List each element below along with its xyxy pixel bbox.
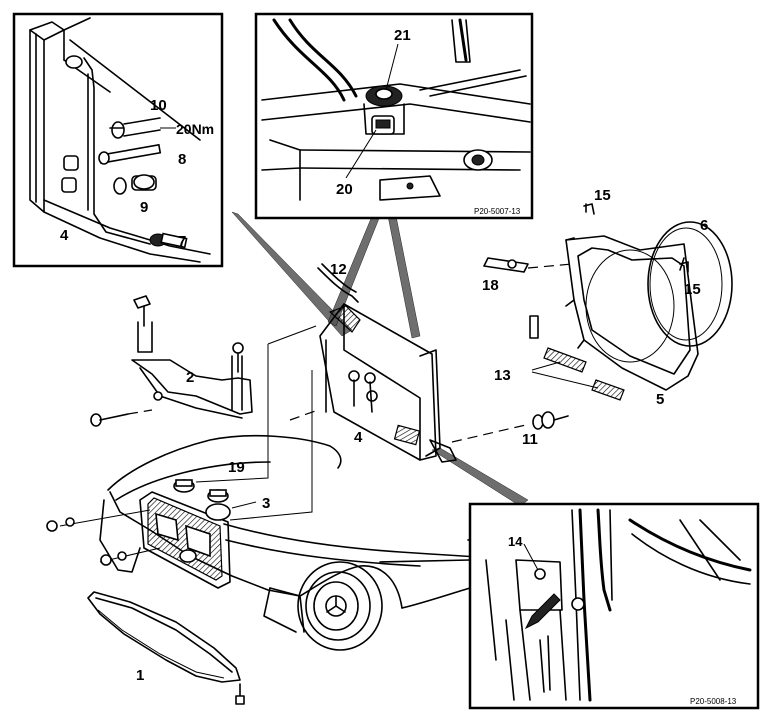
fan-cover-6: 6 15 [647, 217, 733, 347]
reference-top-inset: P20-5007-13 [474, 207, 521, 216]
screw-left-upper [46, 517, 75, 532]
label-18: 18 [482, 277, 499, 294]
label-5: 5 [656, 391, 664, 408]
label-15-shroud: 15 [684, 281, 701, 298]
radiator-4: 4 [319, 303, 457, 463]
inset-upper-mount: 21 20 P20-5007-13 [254, 12, 534, 220]
label-4-inset: 4 [60, 227, 69, 244]
label-11: 11 [522, 431, 538, 448]
fitting-7 [149, 232, 188, 249]
radiator-edge [29, 17, 211, 263]
inset-lower-detail: 14 P20-5008-13 [468, 502, 760, 710]
front-wheel [297, 561, 383, 651]
rubber-mounts-19: 19 [173, 459, 245, 503]
label-12: 12 [330, 261, 347, 278]
projection-beams [231, 211, 529, 507]
grille-1: 1 [87, 591, 245, 705]
crossmember [261, 69, 531, 201]
bracket-2: 2 [90, 295, 253, 427]
seals-13: 13 [494, 315, 625, 401]
label-20: 20 [336, 181, 353, 198]
label-14: 14 [508, 534, 523, 549]
bushing-10 [109, 117, 161, 139]
rubber-grommets [61, 155, 79, 193]
label-10: 10 [150, 97, 167, 114]
inset-radiator-mount: 10 20Nm 8 9 4 7 [12, 12, 224, 268]
mount-bolt [65, 55, 151, 245]
clip-20 [371, 115, 395, 135]
bolt-14: 14 [508, 534, 585, 701]
strip-18: 18 [482, 257, 573, 294]
label-1: 1 [136, 667, 144, 684]
label-4-main: 4 [354, 429, 363, 446]
label-13: 13 [494, 367, 511, 384]
screw-left-lower [100, 551, 127, 566]
label-9: 9 [140, 199, 148, 216]
screw-bracket-left [90, 413, 129, 427]
label-3: 3 [262, 495, 270, 512]
plug-11: 11 [451, 411, 569, 448]
mount-3: 3 [205, 495, 270, 521]
label-15-top: 15 [594, 187, 611, 204]
label-21: 21 [394, 27, 411, 44]
label-8: 8 [178, 151, 186, 168]
hose-12: 12 [317, 261, 359, 303]
label-7: 7 [178, 233, 186, 250]
label-torque: 20Nm [176, 121, 214, 137]
reference-bottom-inset: P20-5008-13 [690, 697, 737, 706]
car-front [46, 434, 599, 651]
clip-15: 15 [583, 187, 611, 215]
mount-rubber-21 [363, 85, 405, 135]
label-6: 6 [700, 217, 708, 234]
fan-shroud-5: 5 [565, 235, 699, 408]
label-2: 2 [186, 369, 194, 386]
bushing-9 [113, 174, 157, 195]
label-19: 19 [228, 459, 245, 476]
grille-opening [139, 491, 231, 589]
bolt-8 [98, 143, 162, 165]
assembly-lines [59, 325, 319, 563]
